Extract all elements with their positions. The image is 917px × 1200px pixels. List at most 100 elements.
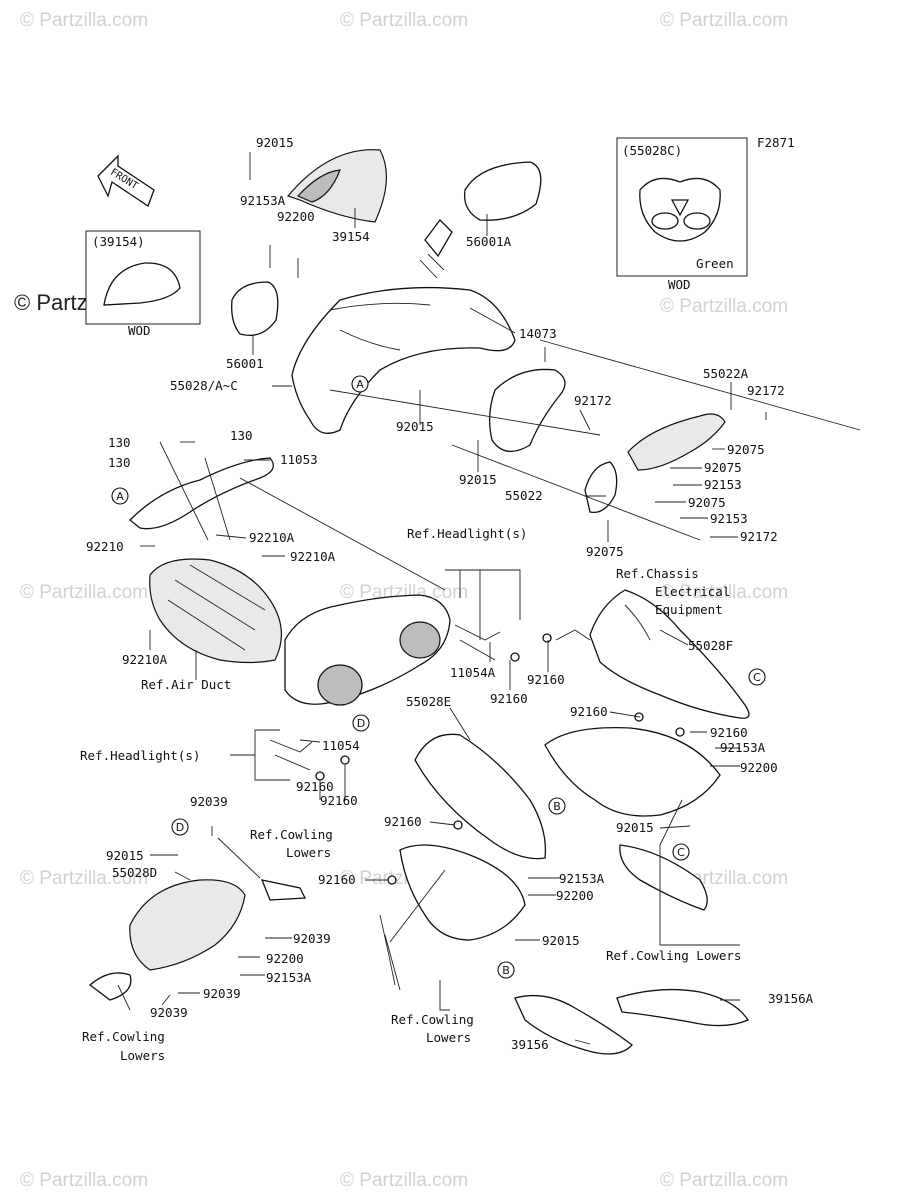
watermark: © Partzilla.com (20, 868, 148, 889)
part-label: 92075 (586, 544, 624, 559)
part-label: 92075 (727, 442, 765, 457)
mirror-left (231, 281, 279, 337)
watermark: © Partzilla.com (660, 1170, 788, 1191)
part-label: 55022A (703, 366, 749, 381)
part-label: 92160 (296, 779, 334, 794)
part-label: 92153 (710, 511, 748, 526)
front-arrow: FRONT (97, 154, 155, 207)
ref-circle-letter: A (116, 490, 124, 503)
part-label: 92153 (704, 477, 742, 492)
ref-circle (748, 668, 766, 686)
part-label: 92160 (320, 793, 358, 808)
side-cowling-55028F (589, 589, 750, 719)
part-label: 92075 (688, 495, 726, 510)
part-label: 39154 (332, 229, 370, 244)
part-label: 39156A (768, 991, 814, 1006)
part-label: 92039 (293, 931, 331, 946)
part-label: 92210A (249, 530, 295, 545)
inner-cover-55022 (584, 461, 618, 514)
part-label: 92160 (710, 725, 748, 740)
watermark: © Partzilla.com (20, 582, 148, 603)
watermark: © Partzilla.com (20, 1170, 148, 1191)
circle-refs: A A C D B D C B (111, 375, 766, 979)
windshield (286, 149, 388, 223)
watermark: © Partzilla.com (660, 10, 788, 31)
part-label: 92039 (150, 1005, 188, 1020)
air-duct (149, 558, 283, 664)
pad-39156 (514, 994, 633, 1055)
watermark: © Partzilla.com (340, 582, 468, 603)
part-label: 56001A (466, 234, 512, 249)
part-label: 92039 (190, 794, 228, 809)
inner-cover-lower (399, 844, 526, 941)
part-shapes (88, 149, 750, 1055)
part-label: 92172 (574, 393, 612, 408)
part-label: 92160 (570, 704, 608, 719)
inset-note: WOD (128, 323, 151, 338)
watermark: © Partzilla.com (20, 10, 148, 31)
part-label: Ref.Cowling (250, 827, 333, 842)
part-label: 92160 (490, 691, 528, 706)
inner-cover-right (544, 726, 721, 817)
part-label: 92015 (459, 472, 497, 487)
ref-circle (497, 961, 515, 979)
inset-code: (55028C) (622, 143, 682, 158)
part-label: 92153A (240, 193, 286, 208)
part-label: Ref.Cowling (391, 1012, 474, 1027)
part-label: 56001 (226, 356, 264, 371)
part-label: 92172 (747, 383, 785, 398)
ref-circle (351, 375, 369, 393)
inset-note: WOD (668, 277, 691, 292)
part-label: 11054A (450, 665, 496, 680)
part-label: Electrical (655, 584, 730, 599)
ref-circle-letter: D (357, 717, 365, 730)
bracket-14073 (488, 368, 566, 452)
part-label: 55028/A~C (170, 378, 238, 393)
ref-circle-letter: B (502, 964, 510, 977)
side-cowling-55028E (414, 733, 547, 860)
mirror-right (463, 161, 542, 221)
ref-circle (548, 797, 566, 815)
part-label: Ref.Air Duct (141, 677, 231, 692)
part-label: Lowers (426, 1030, 471, 1045)
part-label: Lowers (286, 845, 331, 860)
part-label: 92210 (86, 539, 124, 554)
part-label: Ref.Cowling Lowers (606, 948, 741, 963)
inset-55028C: (55028C) Green WOD (616, 137, 748, 292)
stay-11053 (129, 457, 274, 530)
inner-cover-55028D (129, 879, 246, 971)
part-label: 92075 (704, 460, 742, 475)
part-label: 92015 (256, 135, 294, 150)
part-label: 92039 (203, 986, 241, 1001)
ref-circle (672, 843, 690, 861)
part-label: 92015 (396, 419, 434, 434)
ref-circle-letter: A (356, 378, 364, 391)
watermark: © Partzilla.com (340, 1170, 468, 1191)
part-label: 130 (108, 455, 131, 470)
part-label: 92153A (559, 871, 605, 886)
ref-circle-letter: C (677, 846, 685, 859)
part-label: 14073 (519, 326, 557, 341)
part-labels: 92015 92153A 92200 39154 56001A 56001 55… (80, 135, 814, 1063)
figure-code: F2871 (757, 135, 795, 150)
inset-color: Green (696, 256, 734, 271)
bracket-right-lower (619, 844, 708, 911)
part-label: 92015 (106, 848, 144, 863)
part-label: 92153A (266, 970, 312, 985)
part-label: 55028E (406, 694, 451, 709)
part-label: 92200 (556, 888, 594, 903)
part-label: 92015 (616, 820, 654, 835)
part-label: 55028F (688, 638, 733, 653)
part-label: Ref.Headlight(s) (80, 748, 200, 763)
ref-circle (111, 487, 129, 505)
part-label: 55028D (112, 865, 157, 880)
ref-circle-letter: C (753, 671, 761, 684)
part-label: 92210A (290, 549, 336, 564)
part-label: 92160 (318, 872, 356, 887)
part-label: Ref.Cowling (82, 1029, 165, 1044)
part-label: 92200 (266, 951, 304, 966)
upper-cowling (291, 286, 516, 434)
part-label: 92160 (527, 672, 565, 687)
part-label: 130 (230, 428, 253, 443)
